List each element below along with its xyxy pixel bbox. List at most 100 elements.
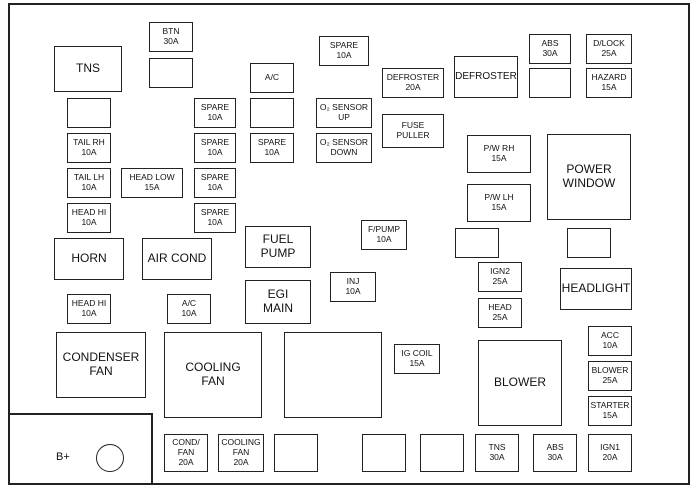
fuse-label: HEAD HI <box>71 207 107 218</box>
empty-fuse-slot <box>149 58 193 88</box>
fuse-label: SPARE <box>200 207 230 218</box>
fuse-label: HEAD <box>488 302 512 313</box>
fuse-label: 10A <box>207 182 223 192</box>
fuse-label: SPARE <box>200 137 230 148</box>
fuse-label: TNS <box>488 442 506 453</box>
fuse-label: 10A <box>207 217 223 227</box>
fuse-label: HEAD HI <box>71 298 107 309</box>
fuse-label: UP <box>338 112 350 122</box>
fuse-label: 15A <box>491 153 507 163</box>
fuse-label: A/C <box>181 298 197 309</box>
fuse-label: PULLER <box>396 130 430 140</box>
fuse-label: 10A <box>264 147 280 157</box>
fuse-label: 30A <box>547 452 563 462</box>
fuse-label: HEAD LOW <box>129 172 175 183</box>
empty-fuse-slot <box>567 228 611 258</box>
fuse-label: 25A <box>602 375 618 385</box>
fuse-label: FAN <box>232 447 250 458</box>
fuse-horn: HORN <box>54 238 124 280</box>
empty-fuse-slot <box>250 98 294 128</box>
fuse-label: TAIL LH <box>73 172 105 183</box>
fuse-label: IG COIL <box>401 348 433 359</box>
fuse-air-cond: AIR COND <box>142 238 212 280</box>
fuse-defroster-relay: DEFROSTER <box>454 56 518 98</box>
battery-terminal-area <box>8 413 153 485</box>
fuse-label: PUMP <box>260 246 296 260</box>
fuse-label: TAIL RH <box>73 137 105 148</box>
fuse-label: EGI <box>267 287 289 302</box>
fuse-label: ABS <box>546 442 564 453</box>
fuse-label: SPARE <box>200 102 230 113</box>
fuse-label: 10A <box>376 234 392 244</box>
fuse-label: AIR COND <box>147 251 207 266</box>
fuse-label: 20A <box>233 456 249 467</box>
fuse-label: BLOWER <box>591 365 629 376</box>
fuse-label: 15A <box>409 358 425 368</box>
fuse-label: 30A <box>163 36 179 46</box>
fuse-label: TNS <box>76 61 100 76</box>
fuse-ac-relay: A/C <box>250 63 294 93</box>
fuse-label: ACC <box>601 330 619 341</box>
fuse-label: POWER <box>566 162 612 177</box>
fuse-label: 10A <box>81 147 97 157</box>
fuse-label: 10A <box>81 182 97 192</box>
fuse-blower-relay: BLOWER <box>478 340 562 426</box>
fuse-label: COOLING <box>221 437 261 448</box>
fuse-label: 25A <box>492 312 508 322</box>
fuse-headlight: HEADLIGHT <box>560 268 632 310</box>
fuse-label: 10A <box>207 112 223 122</box>
fuse-label: FUEL <box>262 232 294 247</box>
fuse-label: WINDOW <box>562 176 616 190</box>
empty-fuse-slot <box>274 434 318 472</box>
fuse-label: STARTER <box>590 400 630 411</box>
empty-fuse-slot <box>529 68 571 98</box>
fuse-label: FAN <box>201 374 225 388</box>
empty-fuse-slot <box>420 434 464 472</box>
fuse-label: O₂ SENSOR <box>319 102 369 113</box>
fuse-label: HORN <box>71 251 107 266</box>
fuse-label: O₂ SENSOR <box>319 137 369 148</box>
fuse-label: 10A <box>81 308 97 318</box>
fuse-label: 20A <box>405 82 421 92</box>
fuse-label: BTN <box>162 26 180 37</box>
fuse-label: DOWN <box>330 147 358 157</box>
fuse-label: IGN2 <box>490 266 510 277</box>
fuse-label: 30A <box>489 452 505 462</box>
fuse-label: 10A <box>345 286 361 296</box>
battery-label: B+ <box>56 451 70 463</box>
fuse-label: 15A <box>491 202 507 212</box>
fuse-label: INJ <box>346 276 360 287</box>
fuse-tns-relay: TNS <box>54 46 122 92</box>
battery-terminal-icon <box>96 444 124 472</box>
fuse-label: ABS <box>541 38 559 49</box>
fuse-label: 10A <box>81 217 97 227</box>
fuse-label: CONDENSER <box>62 350 140 365</box>
fuse-label: 25A <box>601 48 617 58</box>
fuse-label: A/C <box>264 72 280 83</box>
